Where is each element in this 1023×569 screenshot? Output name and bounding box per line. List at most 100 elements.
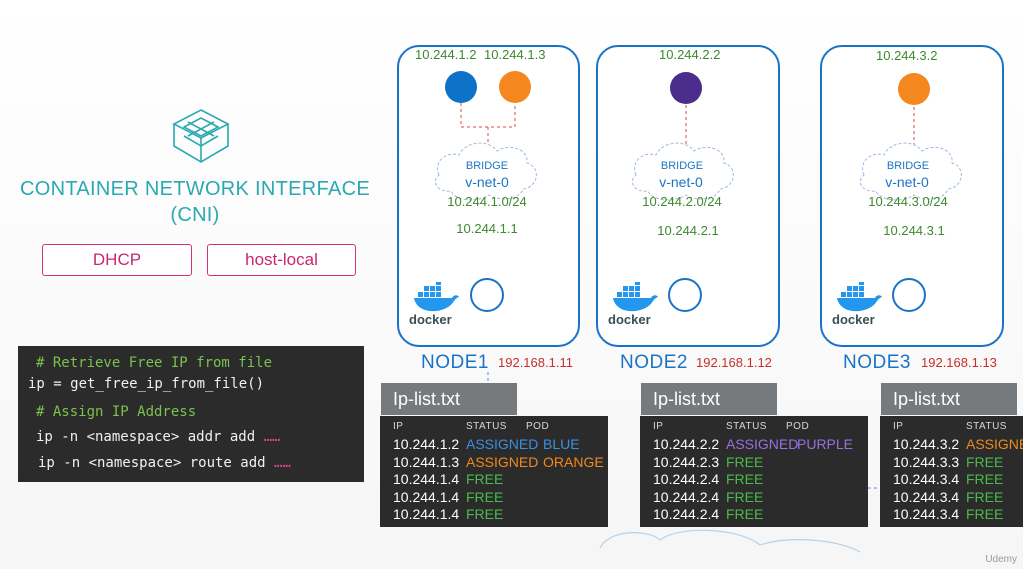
node3-vnet-label: v-net-0 (885, 174, 929, 190)
node3-pod-orange[interactable] (898, 73, 930, 105)
node1-ip: 192.168.1.11 (498, 355, 573, 370)
udemy-watermark: Udemy (985, 554, 1017, 565)
iplist-row-status: FREE (726, 506, 764, 522)
iplist-row-ip: 10.244.3.4 (893, 488, 960, 505)
iplist-row-status: ASSIGNED (466, 453, 539, 470)
iplist-row-status: FREE (466, 471, 504, 487)
iplist-row-status: FREE (966, 471, 1004, 487)
iplist-row-ip: 10.244.1.4 (393, 471, 460, 487)
cni-title-line2: (CNI) (170, 204, 220, 226)
code-comment-assign: # Assign IP Address (36, 404, 197, 420)
node1-vnet-label: v-net-0 (465, 174, 509, 190)
node2-vnet-label: v-net-0 (659, 174, 703, 190)
iplist-row-status: FREE (466, 506, 504, 522)
node3-ip: 192.168.1.13 (921, 355, 997, 370)
iplist-row-status: FREE (966, 453, 1004, 470)
iplist-row-pod: BLUE (543, 436, 580, 452)
iplist-header-status: STATUS (966, 421, 1007, 432)
node3-bridge-label: BRIDGE (886, 160, 930, 172)
iplist-row-ip: 10.244.1.3 (393, 453, 460, 470)
cni-logo-icon (172, 109, 230, 163)
code-dots: …… (263, 429, 281, 445)
iplist-row-ip: 10.244.1.2 (393, 436, 460, 452)
code-line-route-add: ip -n <namespace> route add …… (38, 455, 291, 471)
iplist-header-pod: POD (526, 421, 550, 432)
dhcp-button[interactable]: DHCP (42, 244, 192, 276)
iplist-row-status: ASSIGNED (726, 436, 799, 452)
iplist-row-ip: 10.244.3.4 (893, 471, 960, 487)
node2-gateway: 10.244.2.1 (657, 223, 719, 238)
iplist-row-pod: ORANGE (543, 453, 604, 470)
iplist-row-ip: 10.244.2.3 (653, 453, 720, 470)
iplist-row-status: FREE (726, 453, 764, 470)
iplist-header-pod: POD (786, 421, 810, 432)
node3-iplist-tab[interactable]: Ip-list.txt (881, 383, 1017, 415)
docker-icon (837, 282, 882, 312)
code-dots: …… (274, 455, 291, 471)
node2-subnet: 10.244.2.0/24 (642, 194, 722, 209)
node2-links (632, 105, 734, 201)
node2-docker-label: docker (608, 312, 651, 327)
iplist-row-pod: PURPLE (797, 436, 854, 452)
iplist-header-status: STATUS (466, 421, 507, 432)
node1-pod-blue[interactable] (445, 71, 477, 103)
node3-links (860, 107, 962, 201)
node2-iplist-tab[interactable]: Ip-list.txt (641, 383, 777, 415)
iplist-row-ip: 10.244.3.2 (893, 436, 960, 452)
iplist-row-status: FREE (726, 488, 764, 505)
node3-gateway: 10.244.3.1 (883, 223, 945, 238)
node1-pod1-ip: 10.244.1.2 (415, 47, 477, 62)
node2-label: NODE2 (620, 352, 688, 373)
iplist-header-status: STATUS (726, 421, 767, 432)
node1-interface-circle[interactable] (470, 278, 504, 312)
node1-gateway: 10.244.1.1 (456, 221, 518, 236)
iplist-row-ip: 10.244.2.4 (653, 506, 720, 522)
iplist-row-ip: 10.244.1.4 (393, 488, 460, 505)
node1-pod2-ip: 10.244.1.3 (484, 47, 546, 62)
node2-interface-circle[interactable] (668, 278, 702, 312)
iplist-row-status: ASSIGNE (966, 436, 1023, 452)
node3-subnet: 10.244.3.0/24 (868, 194, 948, 209)
node1-docker-label: docker (409, 312, 452, 327)
node2-pod1-ip: 10.244.2.2 (659, 47, 721, 62)
cni-title-line1: CONTAINER NETWORK INTERFACE (20, 178, 370, 200)
node2-pod-purple[interactable] (670, 72, 702, 104)
iplist-row-status: ASSIGNED (466, 436, 539, 452)
docker-icon (414, 282, 459, 312)
node1-label: NODE1 (421, 352, 489, 373)
node1-bridge-label: BRIDGE (465, 160, 509, 172)
node1-subnet: 10.244.1.0/24 (447, 194, 527, 209)
node3-label: NODE3 (843, 352, 911, 373)
host-local-button[interactable]: host-local (207, 244, 356, 276)
node2-bridge-label: BRIDGE (660, 160, 704, 172)
iplist-row-status: FREE (726, 471, 764, 487)
iplist-row-status: FREE (466, 488, 504, 505)
code-line-addr-add: ip -n <namespace> addr add …… (36, 429, 281, 445)
cni-title: CONTAINER NETWORK INTERFACE (CNI) (0, 176, 390, 228)
node3-interface-circle[interactable] (892, 278, 926, 312)
iplist-row-ip: 10.244.1.4 (393, 506, 460, 522)
node3-docker-label: docker (832, 312, 875, 327)
node1-links (435, 103, 537, 201)
iplist-row-ip: 10.244.2.4 (653, 471, 720, 487)
iplist-row-status: FREE (966, 488, 1004, 505)
node2-ip: 192.168.1.12 (696, 355, 772, 370)
node1-pod-orange[interactable] (499, 71, 531, 103)
code-comment-retrieve: # Retrieve Free IP from file (36, 355, 273, 371)
node3-pod1-ip: 10.244.3.2 (876, 48, 938, 63)
iplist-header-ip: IP (893, 421, 904, 432)
code-line-get-ip: ip = get_free_ip_from_file() (28, 376, 265, 392)
iplist-row-status: FREE (966, 506, 1004, 522)
iplist-row-ip: 10.244.3.3 (893, 453, 960, 470)
iplist-row-ip: 10.244.3.4 (893, 506, 960, 522)
node1-iplist-tab[interactable]: Ip-list.txt (381, 383, 517, 415)
code-block: # Retrieve Free IP from file ip = get_fr… (18, 346, 364, 482)
iplist-row-ip: 10.244.2.2 (653, 436, 720, 452)
iplist-row-ip: 10.244.2.4 (653, 488, 720, 505)
docker-icon (613, 282, 658, 312)
iplist-header-ip: IP (393, 421, 404, 432)
